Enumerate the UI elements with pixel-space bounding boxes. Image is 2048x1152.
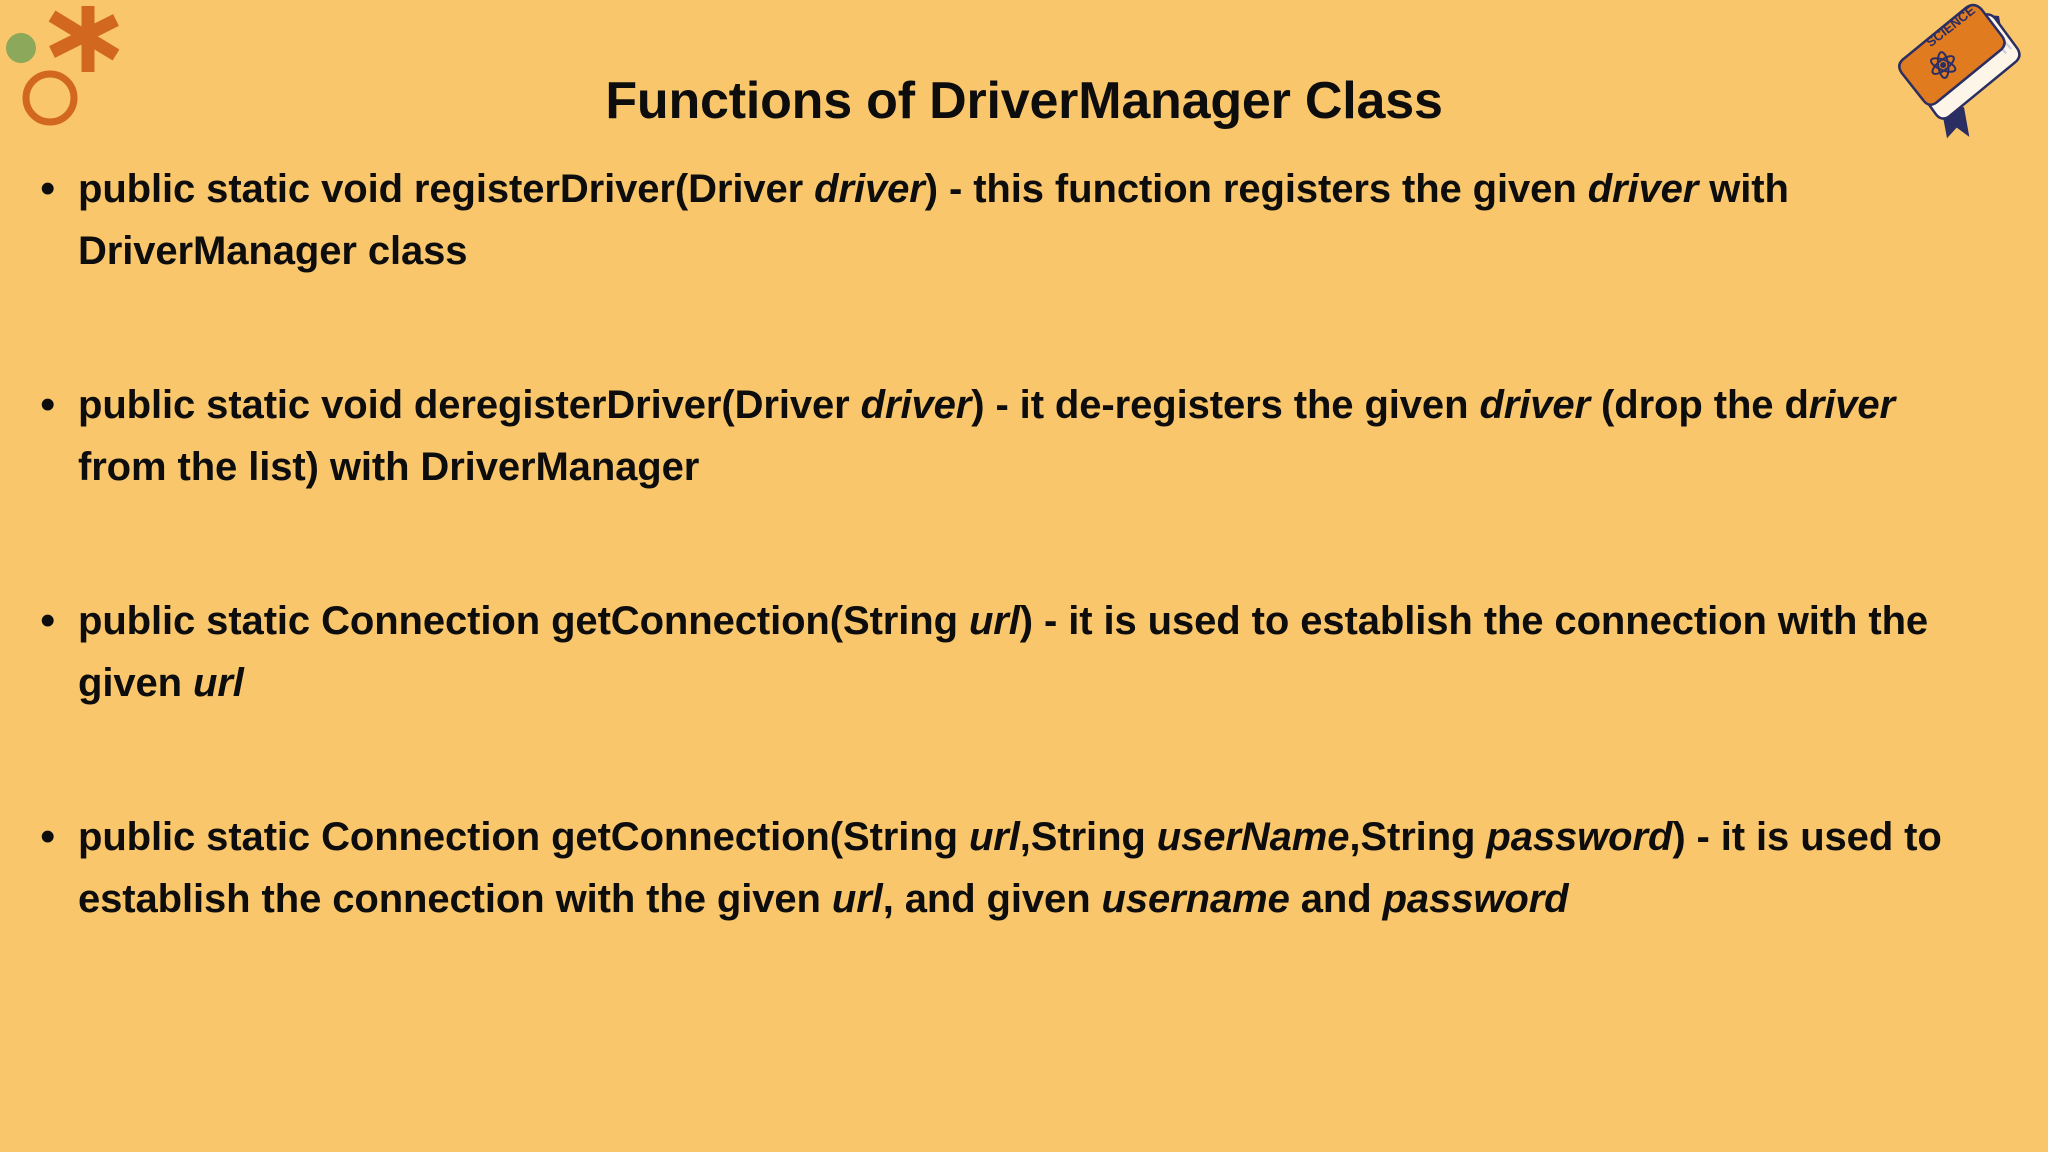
list-item: • public static Connection getConnection…: [34, 590, 1978, 714]
bullet-marker-icon: •: [40, 812, 56, 861]
green-dot-icon: [6, 33, 36, 63]
bullet-text: public static void deregisterDriver(Driv…: [78, 383, 1896, 489]
book-ribbon-top-icon: [1975, 13, 2004, 48]
bullet-text: public static Connection getConnection(S…: [78, 815, 1942, 921]
list-item: • public static void deregisterDriver(Dr…: [34, 374, 1978, 498]
bullet-text: public static void registerDriver(Driver…: [78, 167, 1789, 273]
list-item: • public static void registerDriver(Driv…: [34, 158, 1978, 282]
bullet-marker-icon: •: [40, 596, 56, 645]
book-cover-title: SCIENCE: [1923, 2, 1978, 50]
bullet-marker-icon: •: [40, 164, 56, 213]
bullet-marker-icon: •: [40, 380, 56, 429]
page-title: Functions of DriverManager Class: [605, 71, 1443, 130]
orange-asterisk-icon: [48, 6, 120, 72]
bullet-list: • public static void registerDriver(Driv…: [34, 158, 1978, 1022]
bullet-text: public static Connection getConnection(S…: [78, 599, 1929, 705]
list-item: • public static Connection getConnection…: [34, 806, 1978, 930]
